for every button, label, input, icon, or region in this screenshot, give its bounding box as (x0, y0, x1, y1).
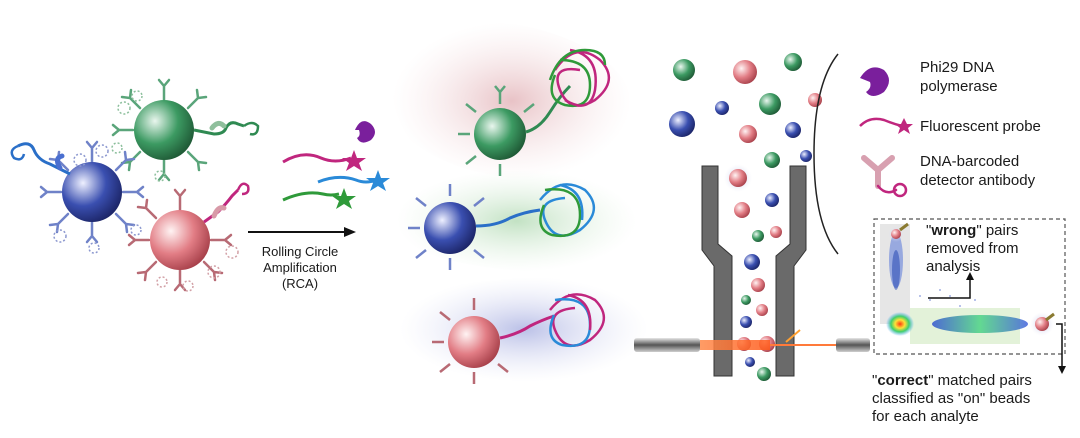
rca-arrow (248, 227, 356, 237)
rca-label: Rolling Circle Amplification (RCA) (240, 244, 360, 292)
wrong-population-scatter (889, 232, 903, 290)
legend-item-polymerase: Phi29 DNA polymerase (920, 58, 998, 96)
wrong-line2: removed from (926, 240, 1019, 257)
legend-polymerase-line1: Phi29 DNA (920, 59, 995, 76)
legend-item-probe: Fluorescent probe (920, 117, 1041, 136)
correct-line3: for each analyte (872, 408, 979, 425)
red-amplified-bead (432, 293, 605, 384)
flow-plot-panel (873, 218, 1066, 374)
legend-antibody-line1: DNA-barcoded (920, 153, 1020, 170)
wrong-line3: analysis (926, 258, 981, 275)
correct-bold: correct (877, 372, 929, 389)
correct-population-scatter (932, 315, 1028, 333)
legend-item-antibody: DNA-barcoded detector antibody (920, 152, 1035, 190)
correct-pairs-note: "correct" matched pairs classified as "o… (872, 372, 1032, 426)
green-amplified-bead (458, 48, 610, 176)
rca-reagents (248, 121, 390, 237)
phi29-polymerase-icon (860, 67, 889, 96)
legend-graphics (813, 53, 913, 255)
correct-rest: " matched pairs (928, 372, 1032, 389)
detector (836, 338, 870, 352)
wrong-rest: " pairs (976, 222, 1019, 239)
main-population-blob (886, 312, 914, 336)
wrong-bold: wrong (931, 222, 977, 239)
amplified-beads-group (392, 22, 648, 384)
free-beads (669, 53, 822, 168)
wrong-quote-open: " (926, 222, 932, 239)
legend-antibody-line2: detector antibody (920, 172, 1036, 189)
legend-polymerase-line2: polymerase (920, 78, 998, 95)
wrong-pairs-note: "wrong" pairs removed from analysis (926, 222, 1019, 276)
capture-beads-group (10, 78, 260, 292)
blue-capture-bead (10, 140, 145, 254)
rca-label-line1: Rolling Circle (261, 244, 339, 259)
correct-line2: classified as "on" beads (872, 390, 1031, 407)
legend-bracket (813, 53, 839, 255)
rca-label-line2: Amplification (263, 260, 337, 275)
flow-cytometer (634, 53, 870, 381)
polymerase-icon (355, 121, 375, 143)
green-capture-bead (111, 78, 260, 182)
magenta-star-icon (342, 150, 366, 171)
nozzle-beads (724, 164, 782, 381)
red-capture-bead (127, 182, 250, 292)
blue-amplified-bead (408, 183, 595, 270)
fluorescent-probe-icon (859, 117, 913, 134)
laser-beam (700, 340, 770, 350)
rca-label-line3: (RCA) (281, 276, 319, 291)
laser-source (634, 338, 700, 352)
green-star-icon (332, 188, 356, 209)
wrong-arrow (928, 278, 971, 299)
legend-probe-line1: Fluorescent probe (920, 118, 1041, 135)
blue-star-icon (366, 170, 390, 191)
barcoded-antibody-icon (861, 155, 908, 198)
correct-quote-open: " (872, 372, 878, 389)
correct-arrow (1056, 323, 1063, 368)
